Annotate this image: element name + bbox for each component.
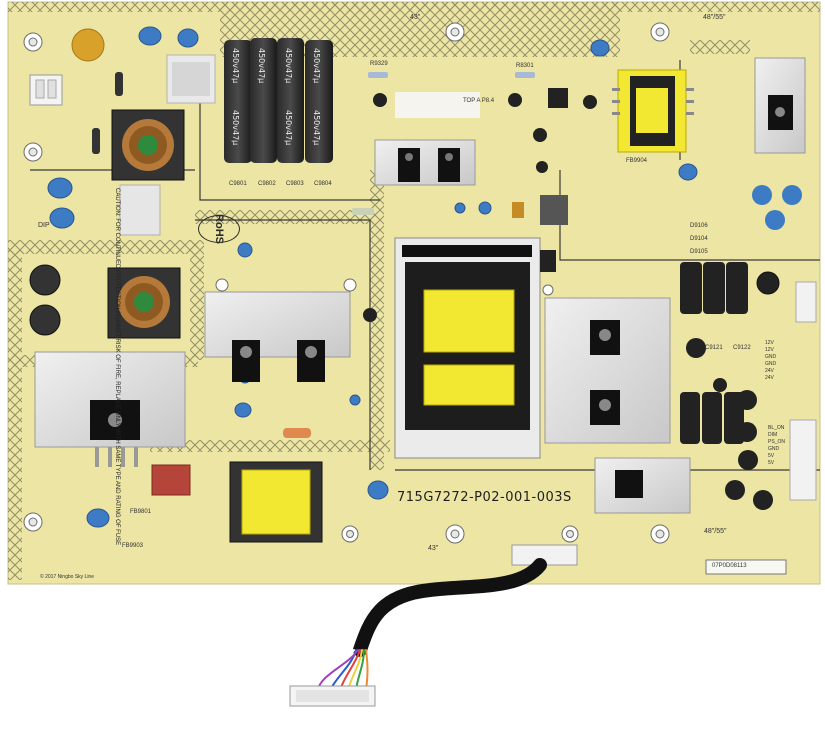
ref-d9105: D9105 — [690, 249, 708, 255]
copyright-label: © 2017 Ningbo Sky Line — [40, 574, 94, 580]
varistor — [71, 28, 105, 62]
pfc-heatsink — [374, 139, 476, 186]
x-capacitor-box — [119, 54, 216, 236]
top-marker-label: TOP A P8.4 — [463, 98, 495, 104]
connector-pin-list: 12V 12V GND GND 24V 24V — [765, 340, 777, 381]
ref-c9803: C9803 — [286, 181, 304, 187]
right-connectors — [789, 281, 817, 501]
resistors — [92, 72, 535, 438]
ref-fb9801: FB9801 — [130, 509, 152, 515]
size-43-label: 43" — [410, 14, 421, 21]
common-mode-choke-top — [111, 109, 185, 181]
connector-pin-list-2: BL_ON DIM PS_ON GND 5V 5V — [768, 425, 785, 466]
ref-c9121: C9121 — [705, 345, 723, 351]
ics — [395, 88, 568, 272]
ref-c9122: C9122 — [733, 345, 751, 351]
barcode-label: 07P0D08113 — [712, 563, 747, 569]
ref-c9801: C9801 — [229, 181, 247, 187]
part-number-label: 715G7272-P02-001-003S — [397, 490, 572, 505]
standby-transformer — [612, 69, 694, 153]
output-capacitors — [363, 93, 802, 510]
ref-d9104: D9104 — [690, 236, 708, 242]
ref-d9106: D9106 — [690, 223, 708, 229]
ref-c9802: C9802 — [258, 181, 276, 187]
rohs-logo: RoHS — [198, 208, 240, 250]
right-heatsink — [544, 297, 671, 444]
small-transformer — [229, 461, 323, 543]
ref-fb9903: FB9903 — [122, 543, 144, 549]
top-right-heatsink — [754, 57, 806, 154]
ref-r9329: R9329 — [370, 61, 388, 67]
bottom-right-heatsink — [594, 457, 691, 514]
bulk-cap-5-label: 450v47μ — [231, 110, 240, 146]
ac-input-connector — [29, 74, 63, 106]
size-48-55-top-label: 48"/55" — [703, 14, 726, 21]
dip-label: DIP — [38, 222, 50, 229]
bulk-cap-4-label: 450v47μ — [312, 48, 321, 84]
bulk-cap-7-label: 450v47μ — [312, 110, 321, 146]
size-43-bottom-label: 43" — [428, 545, 439, 552]
center-heatsink — [204, 291, 351, 382]
blue-capacitors — [47, 26, 698, 528]
main-transformer — [394, 237, 541, 459]
ref-fb9904: FB9904 — [626, 158, 648, 164]
bulk-capacitors — [224, 38, 333, 163]
ref-r8301: R8301 — [516, 63, 534, 69]
x-capacitor-red — [151, 464, 191, 496]
thermistors — [29, 264, 61, 336]
common-mode-choke-bottom — [107, 267, 181, 339]
barcode-sticker — [705, 559, 787, 575]
ref-c9804: C9804 — [314, 181, 332, 187]
caution-label: CAUTION: FOR CONTINUED PROTECTION AGAINS… — [114, 188, 126, 545]
mounting-holes — [23, 22, 670, 544]
harness-connector — [289, 685, 376, 707]
left-heatsink — [34, 351, 186, 467]
size-48-55-bottom-label: 48"/55" — [704, 528, 727, 535]
